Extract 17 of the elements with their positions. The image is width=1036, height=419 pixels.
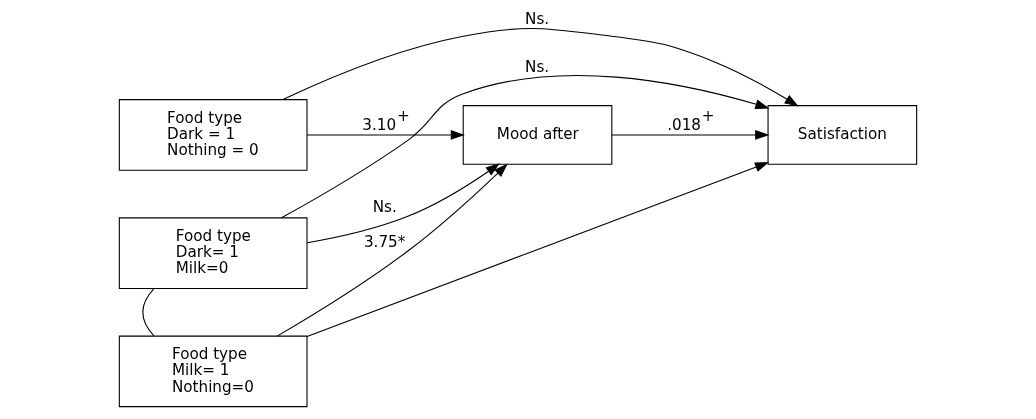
arrow	[611, 129, 770, 140]
arrow	[306, 162, 770, 337]
arrow	[276, 163, 508, 337]
edge-label: Ns.	[372, 198, 397, 217]
node-box: Food type Dark= 1 Milk=0	[118, 217, 308, 289]
node-box: Food type Dark = 1 Nothing = 0	[118, 99, 308, 171]
edge-label: Ns.	[525, 10, 550, 29]
arrow	[306, 129, 465, 140]
node-box: Mood after	[462, 105, 613, 165]
edge-label: Ns.	[525, 58, 550, 77]
node-box: Satisfaction	[767, 105, 918, 165]
arrow	[306, 163, 500, 244]
arrow	[282, 27, 799, 107]
edge-label: 3.75*	[363, 232, 406, 251]
arrow	[280, 75, 770, 219]
connector	[142, 288, 155, 337]
node-box: Food type Milk= 1 Nothing=0	[118, 335, 308, 408]
